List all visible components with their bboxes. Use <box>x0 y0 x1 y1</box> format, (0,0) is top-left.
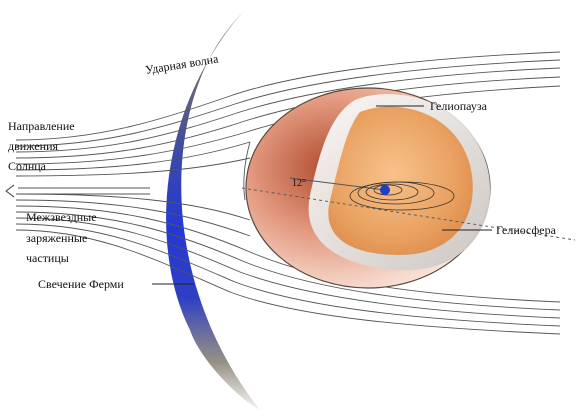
sun-direction-label-2: движения <box>8 139 58 153</box>
sun-icon <box>380 185 390 195</box>
fermi-glow-label: Свечение Ферми <box>38 277 124 291</box>
sun-direction-label-3: Солнца <box>8 159 47 173</box>
particles-label-2: заряженные <box>26 231 87 245</box>
heliosphere-label: Гелиосфера <box>496 223 557 237</box>
angle-label: 12° <box>292 178 306 189</box>
heliopause-label: Гелиопауза <box>430 99 488 113</box>
particles-label-1: Межзвездные <box>26 210 97 224</box>
particles-label-3: частицы <box>26 251 69 265</box>
bow-shock-label: Ударная волна <box>144 52 220 77</box>
sun-direction-label-1: Направление <box>8 119 75 133</box>
